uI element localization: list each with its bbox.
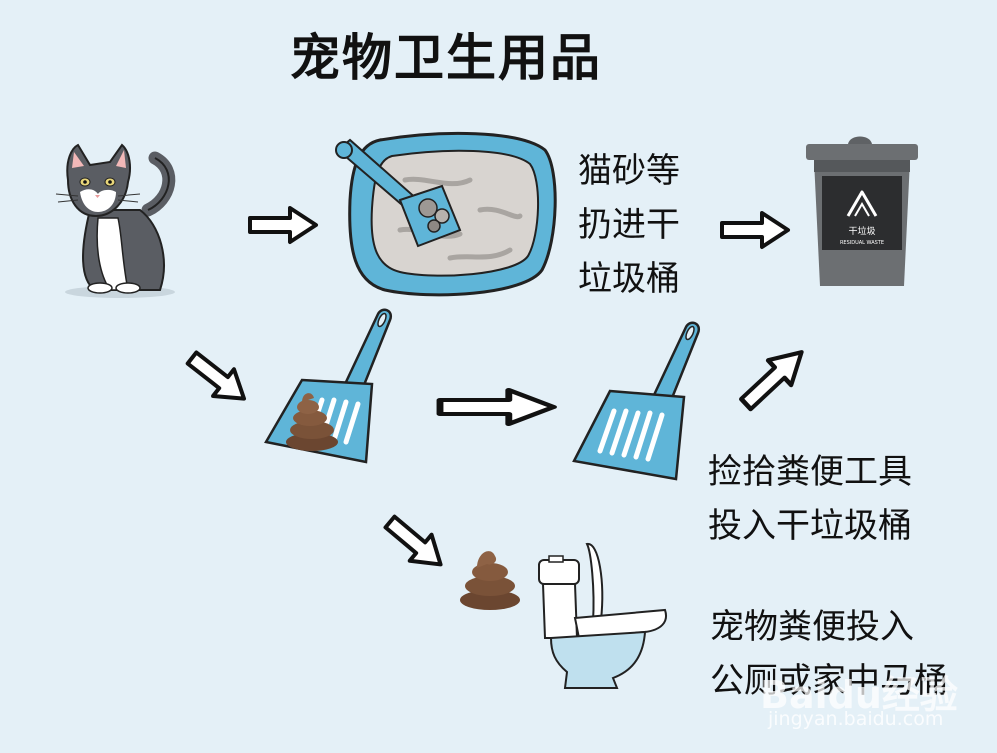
bin-sublabel: RESIDUAL WASTE <box>840 240 884 246</box>
caption-scoop: 捡拾粪便工具 投入干垃圾桶 <box>708 445 912 553</box>
toilet-icon <box>538 543 667 689</box>
empty-litter-scoop-icon <box>572 321 701 481</box>
caption-line: 垃圾桶 <box>578 259 680 299</box>
bin-label: 干垃圾 <box>848 225 875 237</box>
caption-line: 投入干垃圾桶 <box>708 506 912 546</box>
arrow-icon <box>440 390 554 424</box>
poop-icon <box>460 551 520 610</box>
arrow-icon <box>377 506 454 580</box>
arrow-icon <box>248 206 318 244</box>
caption-litter: 猫砂等 扔进干 垃圾桶 <box>578 144 698 306</box>
arrow-icon <box>734 340 813 417</box>
caption-line: 公厕或家中马桶 <box>710 661 948 701</box>
watermark-url: jingyan.baidu.com <box>768 708 944 730</box>
watermark-logo: Baidu经验 <box>760 673 958 717</box>
litter-scoop-with-poop-icon <box>264 308 393 464</box>
caption-line: 宠物粪便投入 <box>710 607 914 647</box>
caption-line: 扔进干 <box>578 205 680 245</box>
trash-bin-icon: 干垃圾 RESIDUAL WASTE <box>806 136 918 286</box>
arrow-icon <box>720 211 790 249</box>
caption-toilet: 宠物粪便投入 公厕或家中马桶 <box>710 600 948 708</box>
cat-illustration <box>55 143 176 298</box>
arrow-icon <box>179 342 257 415</box>
litter-box-icon <box>335 131 557 297</box>
caption-line: 猫砂等 <box>578 151 680 191</box>
caption-line: 捡拾粪便工具 <box>708 452 912 492</box>
diagram-title: 宠物卫生用品 <box>290 29 602 87</box>
